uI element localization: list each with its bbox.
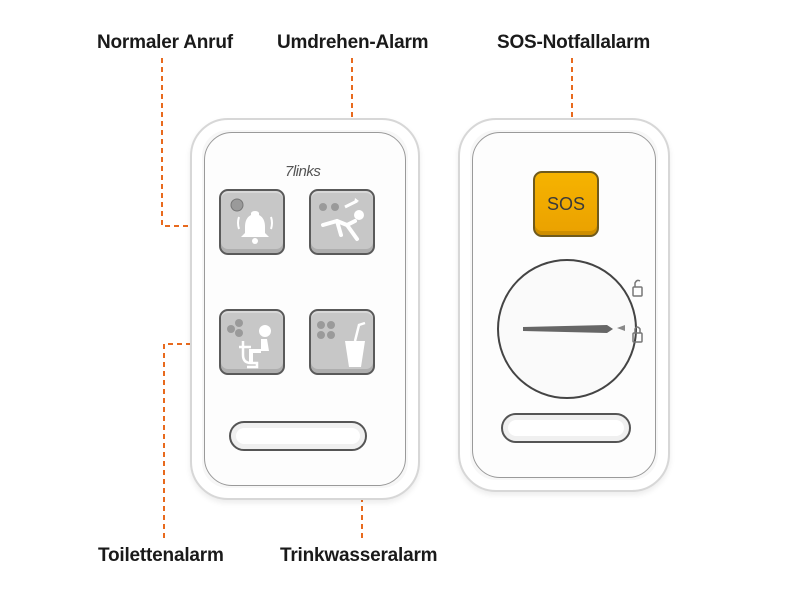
normal-call-button[interactable] [219, 189, 285, 255]
lock-icon [632, 279, 643, 343]
remote-back: SOS [458, 118, 670, 492]
label-toilet-alarm: Toilettenalarm [98, 545, 224, 566]
label-sos-alarm: SOS-Notfallalarm [497, 32, 651, 53]
drinking-glass-icon [317, 321, 366, 367]
flip-alarm-button[interactable] [309, 189, 375, 255]
label-flip-alarm: Umdrehen-Alarm [277, 32, 429, 53]
sos-button-label: SOS [546, 193, 585, 214]
battery-cover[interactable] [497, 259, 637, 399]
leader-toilet [163, 343, 232, 538]
lanyard-slot-back [501, 413, 631, 443]
sos-button[interactable]: SOS [533, 171, 599, 237]
remote-front-panel: 7links [204, 132, 406, 486]
remote-back-panel: SOS [472, 132, 656, 478]
label-normal-call: Normaler Anruf [97, 32, 233, 53]
lanyard-slot-front [229, 421, 367, 451]
drinking-water-alarm-button[interactable] [309, 309, 375, 375]
person-falling-icon [319, 198, 364, 241]
label-drinking-water-alarm: Trinkwasseralarm [280, 545, 438, 566]
brand-logo: 7links [285, 163, 321, 180]
toilet-alarm-button[interactable] [219, 309, 285, 375]
remote-front: 7links [190, 118, 420, 500]
bell-icon [230, 198, 273, 244]
battery-cover-slot [523, 325, 625, 333]
toilet-person-icon [227, 319, 271, 369]
leader-normal-call [161, 58, 232, 227]
